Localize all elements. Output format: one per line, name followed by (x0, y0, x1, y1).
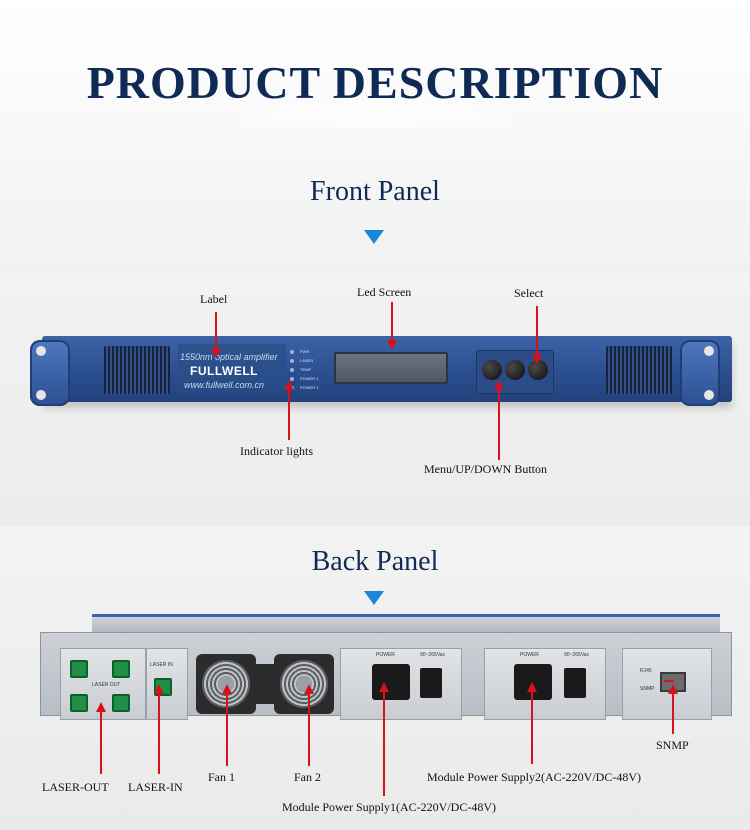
snmp-arrow-stub (664, 680, 674, 682)
led-screen-callout: Led Screen (357, 285, 412, 299)
fan-2-arrow-line (308, 692, 310, 766)
rack-hole (36, 346, 46, 356)
back-panel-down-triangle-icon (364, 591, 384, 605)
indicator-label: TEMP (300, 367, 312, 372)
snmp-arrow-line (672, 692, 674, 734)
laser-out-callout: LASER-OUT (42, 780, 109, 794)
led-screen-arrow-head-icon (387, 340, 397, 350)
device-subtitle: 1550nm optical amplifier (180, 352, 278, 362)
power-module-2-voltage: 90~265Vac (564, 652, 590, 658)
indicator-label: POWER 1 (300, 376, 319, 381)
power-switch-1[interactable] (420, 668, 442, 698)
indicator-led (290, 377, 294, 381)
menu-button-arrow-head-icon (494, 380, 504, 390)
laser-in-callout: LASER-IN (128, 780, 183, 794)
fan-1-callout: Fan 1 (208, 770, 235, 784)
up-button[interactable] (505, 360, 525, 380)
snmp-callout: SNMP (656, 738, 689, 752)
front-right-vent (606, 346, 672, 394)
fan-2-arrow-head-icon (304, 684, 314, 694)
page-title: PRODUCT DESCRIPTION (86, 57, 664, 108)
rack-hole (36, 390, 46, 400)
indicator-label: LASER (300, 358, 314, 363)
back-chassis-top (92, 614, 720, 635)
select-arrow-line (536, 306, 538, 356)
front-left-vent (104, 346, 170, 394)
indicator-label: PWR (300, 349, 310, 354)
indicator-led (290, 368, 294, 372)
title-glow (240, 100, 510, 130)
power-supply-2-callout: Module Power Supply2(AC-220V/DC-48V) (427, 770, 641, 784)
power-2-arrow-head-icon (527, 682, 537, 692)
snmp-arrow-head-icon (668, 684, 678, 694)
laser-out-arrow-head-icon (96, 702, 106, 712)
led-screen (334, 352, 448, 384)
led-screen-arrow-line (391, 302, 393, 342)
laser-in-arrow-line (158, 692, 160, 774)
laser-out-arrow-line (100, 710, 102, 774)
power-switch-2[interactable] (564, 668, 586, 698)
select-button[interactable] (528, 360, 548, 380)
menu-button[interactable] (482, 360, 502, 380)
rj45-tag: RJ45 (640, 668, 652, 674)
power-socket-1[interactable] (372, 664, 410, 700)
indicator-arrow-head-icon (284, 380, 294, 390)
fan-connector (254, 664, 276, 704)
label-arrow-line (215, 312, 217, 350)
indicator-arrow-line (288, 388, 290, 440)
right-rack-ear (680, 340, 720, 406)
indicator-label: POWER 2 (300, 385, 319, 390)
power-supply-1-callout: Module Power Supply1(AC-220V/DC-48V) (282, 800, 496, 814)
laser-out-port-1[interactable] (70, 660, 88, 678)
laser-out-port-4[interactable] (112, 694, 130, 712)
laser-out-port-3[interactable] (70, 694, 88, 712)
laser-in-tag: LASER IN (150, 662, 173, 668)
select-arrow-head-icon (532, 354, 542, 364)
indicator-light-group: PWR LASER TEMP POWER 1 POWER 2 (290, 346, 324, 396)
laser-out-tag: LASER OUT (92, 682, 121, 688)
power-module-1-tag: POWER (376, 652, 395, 658)
snmp-tag: SNMP (640, 686, 655, 692)
rack-hole (704, 390, 714, 400)
label-callout: Label (200, 292, 228, 306)
fan-2-callout: Fan 2 (294, 770, 321, 784)
power-1-arrow-head-icon (379, 682, 389, 692)
menu-button-arrow-line (498, 388, 500, 460)
front-panel-down-triangle-icon (364, 230, 384, 244)
select-callout: Select (514, 286, 544, 300)
brand-url: www.fullwell.com.cn (184, 380, 265, 390)
rack-hole (704, 346, 714, 356)
indicator-lights-callout: Indicator lights (240, 444, 313, 458)
power-2-arrow-line (531, 690, 533, 764)
laser-out-port-2[interactable] (112, 660, 130, 678)
brand-logo: FULLWELL (190, 364, 258, 378)
fan-1-arrow-line (226, 692, 228, 766)
power-module-2-tag: POWER (520, 652, 539, 658)
fan-1-arrow-head-icon (222, 684, 232, 694)
label-arrow-head-icon (211, 348, 221, 358)
indicator-led (290, 350, 294, 354)
front-panel-heading: Front Panel (310, 176, 440, 207)
power-module-1-voltage: 90~265Vac (420, 652, 446, 658)
left-rack-ear (30, 340, 70, 406)
header-background (0, 0, 750, 270)
laser-in-arrow-head-icon (154, 684, 164, 694)
power-1-arrow-line (383, 690, 385, 796)
back-panel-heading: Back Panel (311, 546, 439, 577)
indicator-led (290, 359, 294, 363)
menu-button-callout: Menu/UP/DOWN Button (424, 462, 547, 476)
brand-label-panel (178, 344, 286, 394)
